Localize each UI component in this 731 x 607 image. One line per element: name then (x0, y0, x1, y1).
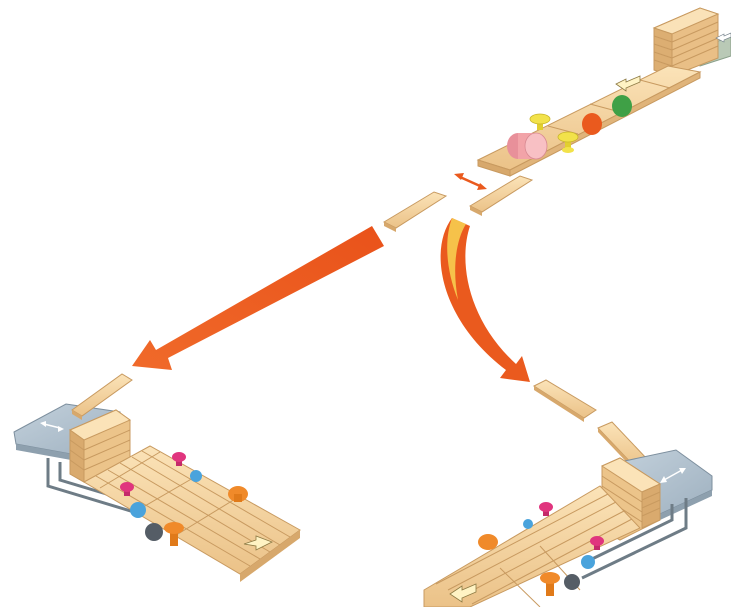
roller-yellow-bottom (557, 131, 579, 153)
roller-blue (581, 555, 595, 569)
roller-magenta (120, 482, 134, 496)
left-rollers (120, 452, 248, 546)
roller-grey (145, 523, 163, 541)
double-arrow-icon (454, 173, 487, 190)
infeed-conveyor (476, 7, 731, 177)
left-deck-slats (95, 450, 291, 567)
roller-magenta (539, 502, 553, 516)
infeed-board-stack (652, 7, 720, 77)
arrow-down-left-icon (449, 583, 477, 603)
roller-orange (540, 572, 560, 596)
arrow-down-right-icon (243, 535, 273, 551)
right-deck-slats (435, 493, 633, 607)
roller-orange (228, 486, 248, 502)
roller-blue (190, 470, 202, 482)
flow-arrow-left (132, 226, 384, 370)
right-rollers (478, 502, 604, 596)
right-frame (581, 498, 688, 580)
roller-grey (564, 574, 580, 590)
flow-arrow-right (440, 218, 530, 382)
roller-blue (130, 502, 146, 518)
roller-orange (478, 534, 498, 550)
left-board-stack (68, 409, 132, 483)
right-incoming-board-1 (532, 379, 597, 419)
right-stacker (423, 379, 713, 607)
left-stacker (13, 373, 301, 582)
roller-orange (582, 113, 602, 135)
board-right-branch (468, 175, 534, 213)
roller-blue (523, 519, 533, 529)
arrow-left-icon (715, 32, 731, 43)
double-arrow-icon (660, 468, 686, 483)
board-left-branch (382, 191, 448, 229)
double-arrow-icon (40, 421, 64, 432)
roller-pink-drum (507, 132, 548, 160)
arrow-left-icon (615, 75, 641, 92)
roller-orange (164, 522, 184, 546)
roller-yellow-top (529, 113, 551, 130)
roller-magenta (172, 452, 186, 466)
roller-green (612, 95, 632, 117)
infeed-rollers (507, 95, 632, 160)
splitter-section (382, 173, 534, 232)
roller-magenta (590, 536, 604, 550)
